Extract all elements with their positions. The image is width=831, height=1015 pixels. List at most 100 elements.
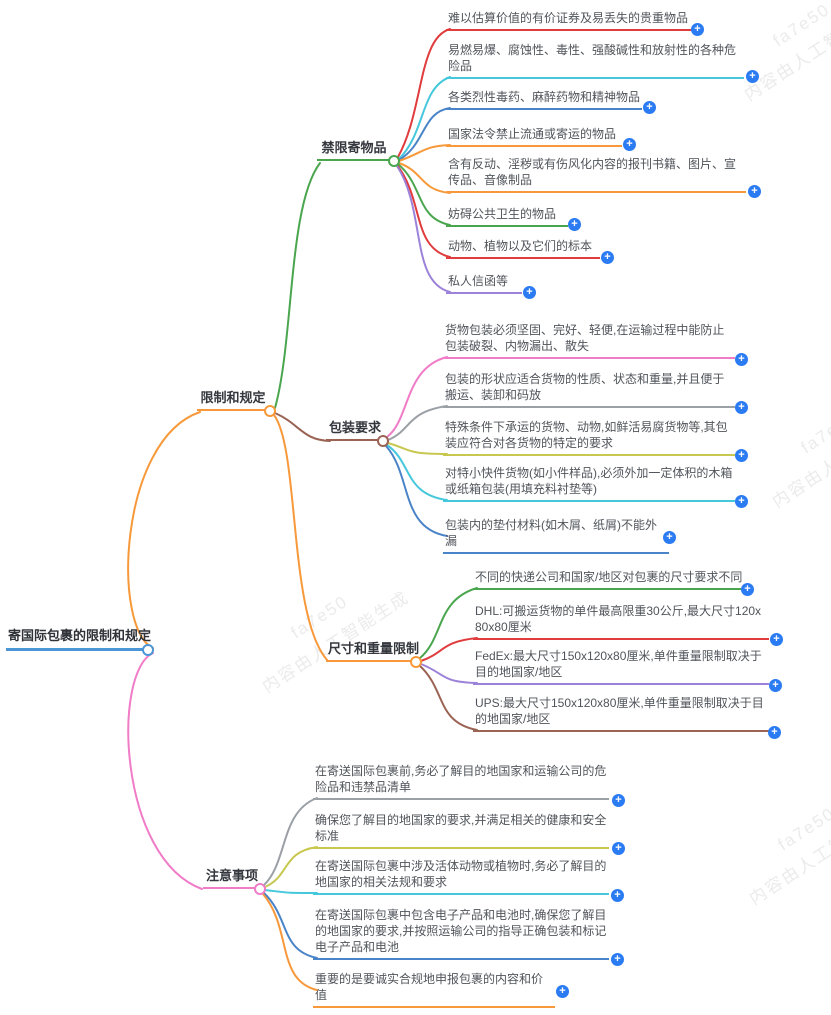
leaf-node[interactable]: 妨碍公共卫生的物品 — [446, 206, 568, 227]
expand-button[interactable]: + — [735, 353, 748, 366]
connector — [127, 652, 203, 890]
expand-button[interactable]: + — [556, 985, 569, 998]
plus-icon: + — [738, 449, 745, 461]
topic-node-prohibited-items[interactable]: 禁限寄物品 — [317, 140, 391, 161]
expand-button[interactable]: + — [611, 953, 624, 966]
leaf-node[interactable]: 国家法令禁止流通或寄运的物品 — [446, 126, 622, 147]
leaf-node[interactable]: 在寄送国际包裹前,务必了解目的地国家和运输公司的危险品和违禁品清单 — [313, 763, 609, 800]
connector — [387, 442, 448, 455]
plus-icon: + — [571, 218, 578, 230]
topic-node-size-weight[interactable]: 尺寸和重量限制 — [326, 641, 419, 662]
expand-button[interactable]: + — [770, 633, 783, 646]
plus-icon: + — [666, 531, 673, 543]
connector — [264, 846, 318, 888]
connector — [386, 444, 448, 501]
connector — [274, 162, 321, 409]
connector — [274, 412, 331, 442]
connector — [263, 797, 318, 886]
plus-icon: + — [771, 726, 778, 738]
leaf-node[interactable]: 不同的快递公司和国家/地区对包裹的尺寸要求不同 — [473, 569, 749, 590]
branch-collapse-toggle[interactable] — [264, 405, 276, 417]
plus-icon: + — [646, 101, 653, 113]
branch-node-restrictions[interactable]: 限制和规定 — [197, 390, 269, 411]
topic-collapse-toggle[interactable] — [377, 435, 389, 447]
connector — [263, 892, 318, 959]
leaf-node[interactable]: 难以估算价值的有价证券及易丢失的贵重物品 — [446, 10, 692, 31]
connector — [420, 637, 478, 662]
expand-button[interactable]: + — [611, 889, 624, 902]
connector — [419, 587, 478, 659]
plus-icon: + — [738, 495, 745, 507]
topic-node-packaging[interactable]: 包装要求 — [326, 420, 384, 441]
leaf-node[interactable]: 确保您了解目的地国家的要求,并满足相关的健康和安全标准 — [313, 812, 609, 849]
plus-icon: + — [615, 842, 622, 854]
plus-icon: + — [604, 251, 611, 263]
plus-icon: + — [738, 401, 745, 413]
leaf-node[interactable]: 私人信函等 — [446, 273, 522, 294]
plus-icon: + — [614, 953, 621, 965]
expand-button[interactable]: + — [735, 495, 748, 508]
expand-button[interactable]: + — [612, 794, 625, 807]
plus-icon: + — [773, 633, 780, 645]
leaf-node[interactable]: 易燃易爆、腐蚀性、毒性、强酸碱性和放射性的各种危险品 — [446, 42, 744, 79]
connector — [398, 76, 451, 160]
expand-button[interactable]: + — [735, 401, 748, 414]
plus-icon: + — [751, 185, 758, 197]
connector — [396, 165, 451, 293]
leaf-node[interactable]: 对特小快件货物(如小件样品),必须外加一定体积的木箱或纸箱包装(用填充料衬垫等) — [443, 465, 735, 502]
connector — [420, 663, 478, 684]
plus-icon: + — [614, 889, 621, 901]
leaf-node[interactable]: UPS:最大尺寸150x120x80厘米,单件重量限制取决于目的地国家/地区 — [473, 695, 769, 732]
expand-button[interactable]: + — [769, 679, 782, 692]
leaf-node[interactable]: 含有反动、淫秽或有伤风化内容的报刊书籍、图片、宣传品、音像制品 — [446, 156, 746, 193]
plus-icon: + — [615, 794, 622, 806]
expand-button[interactable]: + — [623, 138, 636, 151]
branch-collapse-toggle[interactable] — [254, 883, 266, 895]
plus-icon: + — [626, 138, 633, 150]
connector — [264, 889, 318, 894]
leaf-node[interactable]: 包装内的垫付材料(如木屑、纸屑)不能外漏 — [443, 517, 669, 554]
connector — [398, 162, 451, 194]
expand-button[interactable]: + — [768, 726, 781, 739]
expand-button[interactable]: + — [746, 70, 759, 83]
expand-button[interactable]: + — [691, 23, 704, 36]
leaf-node[interactable]: DHL:可搬运货物的单件最高限重30公斤,最大尺寸120x80x80厘米 — [473, 603, 769, 640]
root-node[interactable]: 寄国际包裹的限制和规定 — [6, 628, 151, 651]
expand-button[interactable]: + — [748, 185, 761, 198]
expand-button[interactable]: + — [568, 218, 581, 231]
connector — [387, 405, 448, 441]
leaf-node[interactable]: 在寄送国际包裹中涉及活体动物或植物时,务必了解目的地国家的相关法规和要求 — [313, 858, 609, 895]
expand-button[interactable]: + — [601, 251, 614, 264]
connector — [398, 144, 451, 162]
leaf-node[interactable]: 包装的形状应适合货物的性质、状态和重量,并且便于搬运、装卸和码放 — [443, 371, 735, 408]
leaf-node[interactable]: 动物、植物以及它们的标本 — [446, 238, 600, 259]
plus-icon: + — [694, 23, 701, 35]
plus-icon: + — [738, 353, 745, 365]
connector — [397, 28, 451, 158]
connector — [386, 356, 448, 438]
plus-icon: + — [772, 679, 779, 691]
leaf-node[interactable]: 货物包装必须坚固、完好、轻便,在运输过程中能防止包装破裂、内物漏出、散失 — [443, 322, 735, 359]
leaf-node[interactable]: 重要的是要诚实合规地申报包裹的内容和价值 — [313, 971, 555, 1008]
expand-button[interactable]: + — [612, 842, 625, 855]
topic-collapse-toggle[interactable] — [388, 155, 400, 167]
connector — [396, 164, 451, 258]
expand-button[interactable]: + — [523, 286, 536, 299]
expand-button[interactable]: + — [735, 449, 748, 462]
leaf-node[interactable]: FedEx:最大尺寸150x120x80厘米,单件重量限制取决于目的地国家/地区 — [473, 648, 769, 685]
plus-icon: + — [526, 286, 533, 298]
leaf-node[interactable]: 特殊条件下承运的货物、动物,如鲜活易腐货物等,其包装应符合对各货物的特定的要求 — [443, 419, 735, 456]
leaf-node[interactable]: 在寄送国际包裹中包含电子产品和电池时,确保您了解目的地国家的要求,并按照运输公司… — [313, 907, 609, 960]
plus-icon: + — [559, 985, 566, 997]
expand-button[interactable]: + — [741, 583, 754, 596]
branch-node-notes[interactable]: 注意事项 — [203, 868, 261, 889]
plus-icon: + — [749, 70, 756, 82]
leaf-node[interactable]: 各类烈性毒药、麻醉药物和精神物品 — [446, 89, 642, 110]
connector — [262, 893, 318, 991]
plus-icon: + — [744, 583, 751, 595]
expand-button[interactable]: + — [663, 531, 676, 544]
root-collapse-toggle[interactable] — [142, 644, 154, 656]
topic-collapse-toggle[interactable] — [410, 656, 422, 668]
expand-button[interactable]: + — [643, 101, 656, 114]
